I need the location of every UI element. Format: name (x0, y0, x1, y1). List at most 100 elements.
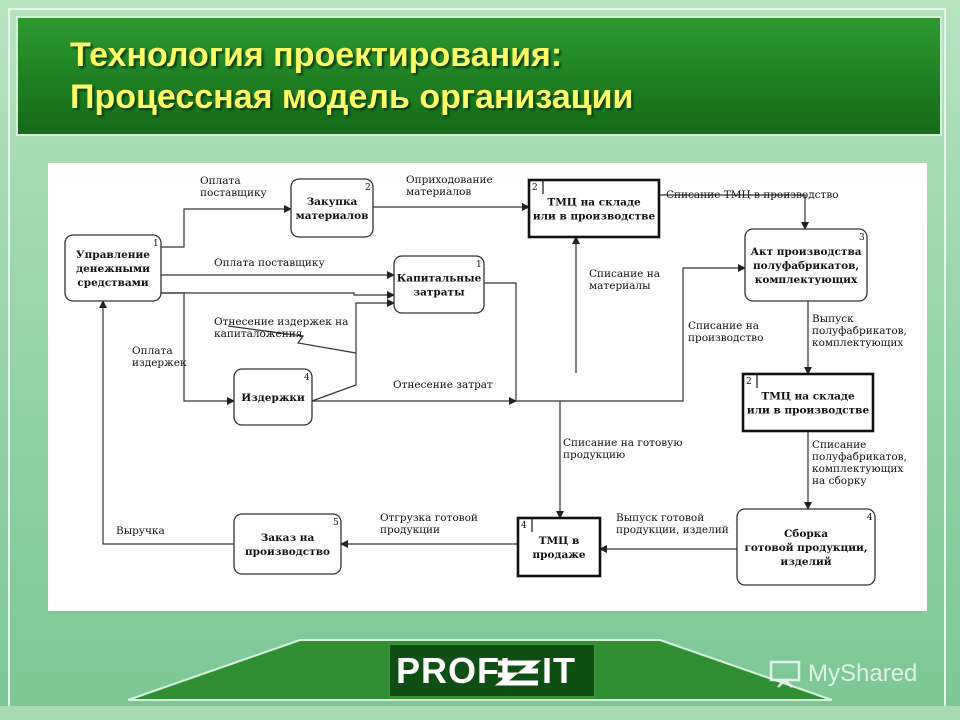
flow-label-pay-supplier-1: поставщику (200, 187, 268, 199)
flow-label-cost-allocation: Отнесение затрат (393, 379, 493, 391)
node-label-line: Управление (76, 249, 150, 261)
node-label-line: изделий (780, 556, 831, 568)
process-box (233, 368, 313, 426)
flow-arrow (484, 264, 746, 402)
flow-label-writeoff-to-production: производство (688, 332, 763, 344)
flow-arrow (99, 300, 234, 545)
flow-label-receive-materials: Оприходование (406, 174, 493, 186)
investment-zigzag (227, 325, 357, 354)
title-bar: Технология проектирования: Процессная мо… (16, 16, 942, 136)
flow-label-writeoff-materials: материалы (589, 280, 650, 292)
node-number: 1 (153, 239, 159, 249)
profi-it-logo: PROFI IT (388, 643, 596, 698)
data-store-box (527, 178, 661, 239)
process-box (736, 508, 876, 586)
flow-label-shipment: Отгрузка готовой (380, 512, 478, 524)
flow-label-pay-supplier-2: Оплата поставщику (214, 257, 325, 269)
node-label-line: Акт производства (750, 246, 861, 258)
node-number: 5 (333, 518, 339, 528)
flow-label-semi-release: полуфабрикатов, (812, 325, 907, 337)
flow-label-semi-release: комплектующих (812, 337, 903, 349)
flow-label-writeoff-assembly: Списание (812, 439, 866, 451)
presentation-icon (769, 660, 801, 688)
flow-label-product-release: продукции, изделий (616, 524, 729, 536)
flow-label-shipment: продукции (380, 524, 440, 536)
node-label-line: ТМЦ на складе (547, 197, 641, 209)
flow-label-writeoff-production: Списание ТМЦ в производство (666, 189, 839, 201)
node-label-line: Закупка (307, 196, 358, 208)
node-label-line: комплектующих (755, 274, 858, 286)
flow-arrow (161, 205, 292, 248)
flow-label-semi-release: Выпуск (812, 313, 854, 325)
flow-label-pay-supplier-1: Оплата (200, 175, 241, 187)
slide-title-line-1: Технология проектирования: (70, 36, 563, 74)
node-number: 3 (859, 233, 865, 243)
node-label-line: денежными (76, 263, 150, 275)
data-store-box (516, 516, 602, 578)
node-label-line: Сборка (784, 528, 828, 540)
flow-label-writeoff-assembly: комплектующих (812, 463, 903, 475)
node-label-line: средствами (77, 277, 149, 289)
node-number: 4 (304, 373, 310, 383)
node-number: 2 (365, 183, 371, 193)
flow-label-product-release: Выпуск готовой (616, 512, 704, 524)
flow-label-writeoff-materials: Списание на (589, 268, 660, 280)
node-label-line: продаже (532, 549, 585, 561)
process-box (233, 513, 342, 575)
flow-label-pay-costs: Оплата (132, 345, 173, 357)
flow-label-writeoff-assembly: на сборку (812, 475, 867, 487)
node-label-line: или в производстве (747, 405, 870, 417)
logo-mark-icon (494, 660, 542, 686)
node-number: 1 (476, 260, 482, 270)
node-number: 2 (532, 183, 538, 193)
flow-label-writeoff-to-production: Списание на (688, 320, 759, 332)
process-model-diagram: 1Управлениеденежнымисредствами2Закупкама… (64, 174, 907, 586)
node-number: 2 (746, 377, 752, 387)
node-number: 4 (521, 521, 527, 531)
data-store-box (741, 372, 875, 433)
node-number: 4 (867, 513, 873, 523)
process-box (290, 178, 374, 238)
process-box (64, 234, 162, 302)
node-label-line: ТМЦ в (539, 535, 580, 547)
flow-label-revenue: Выручка (116, 525, 165, 537)
myshared-watermark: MyShared (768, 656, 917, 692)
node-label-line: ТМЦ на складе (761, 391, 855, 403)
flow-label-writeoff-finished: продукцию (563, 449, 625, 461)
logo-text-right: IT (542, 650, 576, 691)
flow-arrow (161, 291, 395, 299)
flow-label-writeoff-finished: Списание на готовую (563, 437, 683, 449)
flow-label-investment: Отнесение издержек на (214, 316, 348, 328)
node-label-line: затраты (413, 287, 465, 299)
node-label-line: Капитальные (397, 273, 482, 285)
node-label-line: производство (245, 546, 330, 558)
flow-arrow (659, 194, 809, 230)
node-label-line: материалов (296, 210, 369, 222)
node-label-line: полуфабрикатов, (753, 260, 859, 272)
flow-label-receive-materials: материалов (406, 186, 471, 198)
flow-label-writeoff-assembly: полуфабрикатов, (812, 451, 907, 463)
watermark-text: MyShared (808, 660, 918, 687)
flow-label-pay-costs: издержек (132, 357, 187, 369)
process-box (393, 255, 485, 314)
flow-label-investment: капиталожения (214, 328, 303, 340)
logo-text-left: PROFI (396, 650, 512, 691)
flow-arrow (161, 292, 235, 405)
node-label-line: Издержки (241, 392, 305, 404)
flow-arrow (311, 299, 395, 402)
node-label-line: Заказ на (261, 532, 315, 544)
process-box (744, 228, 868, 302)
node-label-line: готовой продукции, (744, 542, 867, 554)
node-label-line: или в производстве (533, 211, 656, 223)
